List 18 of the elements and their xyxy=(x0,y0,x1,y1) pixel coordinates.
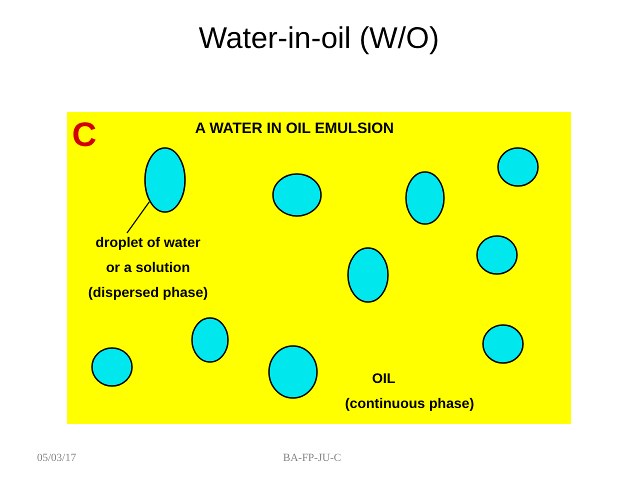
leader-label: droplet of water or a solution (dispersed phase) xyxy=(78,230,218,305)
panel-letter: C xyxy=(72,116,97,155)
water-droplet xyxy=(268,345,318,399)
water-droplet xyxy=(191,317,229,363)
water-droplet xyxy=(497,147,539,187)
water-droplet xyxy=(405,171,445,225)
phase-label: OIL (continuous phase) xyxy=(345,369,474,413)
footer-text: BA-FP-JU-C xyxy=(283,452,342,464)
water-droplet xyxy=(91,347,133,387)
water-droplet xyxy=(272,173,322,217)
footer-date: 05/03/17 xyxy=(37,452,76,464)
water-droplet xyxy=(347,247,389,303)
water-droplet xyxy=(476,235,518,275)
water-droplet xyxy=(482,324,524,364)
panel-heading: A WATER IN OIL EMULSION xyxy=(195,120,394,137)
water-droplet xyxy=(144,147,186,213)
leader-line xyxy=(126,202,150,234)
slide-title: Water-in-oil (W/O) xyxy=(198,22,440,56)
